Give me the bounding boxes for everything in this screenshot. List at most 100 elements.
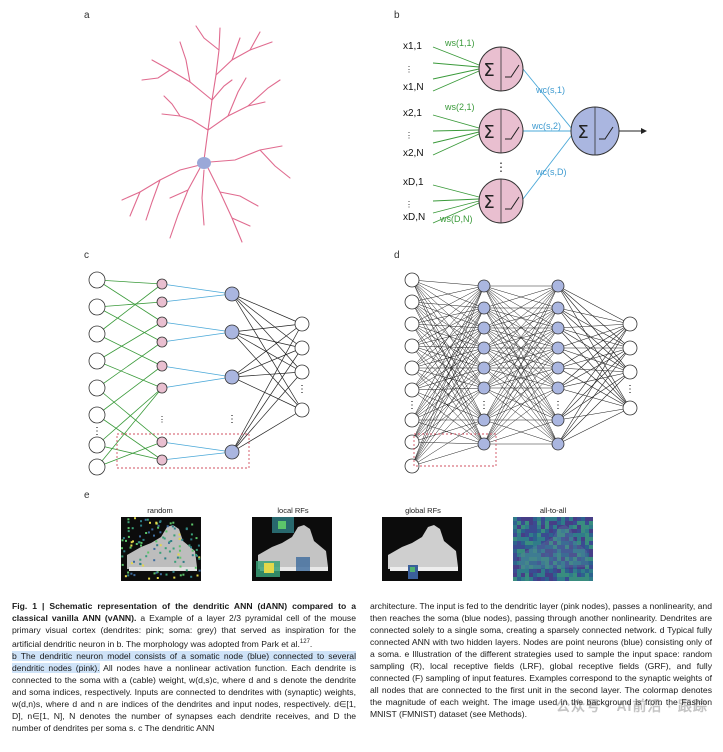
hidden-node — [551, 361, 565, 375]
output-node — [622, 316, 638, 332]
hidden-node — [477, 321, 491, 335]
svg-text:⋮: ⋮ — [407, 400, 417, 411]
dendrite-node: Σ — [478, 108, 524, 154]
svg-text:Σ: Σ — [483, 60, 494, 81]
output-node — [294, 402, 310, 418]
panel-label-d: d — [394, 250, 400, 261]
soma-node — [224, 286, 240, 302]
input-node — [404, 458, 420, 474]
dendritic-ann-diagram: ⋮ ⋮ ⋮ ⋮ — [88, 271, 310, 476]
svg-text:⋮: ⋮ — [405, 131, 413, 140]
caption-part-b: All nodes have a nonlinear activation fu… — [12, 663, 356, 734]
input-node — [404, 412, 420, 428]
input-node — [404, 382, 420, 398]
svg-text:⋮: ⋮ — [92, 426, 102, 437]
svg-text:⋮: ⋮ — [297, 384, 307, 395]
hidden-node — [551, 341, 565, 355]
input-label: x2,1 — [403, 108, 422, 119]
input-label: x1,1 — [403, 41, 422, 52]
dendrite-node — [156, 296, 168, 308]
output-node — [622, 400, 638, 416]
output-node — [622, 340, 638, 356]
svg-text:⋮: ⋮ — [158, 415, 166, 424]
dendrite-node: Σ — [478, 46, 524, 92]
rf-label-all: all-to-all — [539, 506, 567, 515]
hidden-node — [477, 279, 491, 293]
input-node — [88, 379, 106, 397]
synaptic-weight-label: ws(D,N) — [440, 214, 473, 224]
output-node — [622, 364, 638, 380]
hidden-node — [551, 413, 565, 427]
hidden-node — [551, 381, 565, 395]
dendrite-node: Σ — [478, 178, 524, 224]
rf-label-local: local RFs — [277, 506, 309, 515]
soma-node — [224, 324, 240, 340]
svg-text:⋮: ⋮ — [405, 65, 413, 74]
caption-part-a-end: . — [309, 639, 313, 649]
synaptic-weight-label: ws(2,1) — [445, 102, 475, 112]
rf-label-random: random — [147, 506, 173, 515]
dendrite-node — [156, 336, 168, 348]
input-node — [404, 434, 420, 450]
rf-local-image — [252, 517, 332, 581]
hidden-node — [551, 321, 565, 335]
cable-weight-label: wc(s,1) — [536, 85, 565, 95]
dendrite-node — [156, 436, 168, 448]
input-label: x1,N — [403, 82, 424, 93]
panel-label-a: a — [84, 10, 90, 21]
svg-text:Σ: Σ — [483, 122, 494, 143]
caption-ref: 127 — [299, 639, 310, 646]
soma-node — [224, 444, 240, 460]
hidden-node — [551, 437, 565, 451]
input-node — [404, 360, 420, 376]
svg-text:⋮: ⋮ — [553, 400, 563, 411]
hidden-node — [477, 361, 491, 375]
cable-weight-label: wc(s,D) — [536, 167, 567, 177]
svg-text:⋮: ⋮ — [479, 400, 489, 411]
input-node — [88, 406, 106, 424]
cable-weight-label: wc(s,2) — [532, 121, 561, 131]
input-node — [88, 325, 106, 343]
input-node — [88, 458, 106, 476]
rf-random-image — [121, 517, 201, 581]
synaptic-weight-label: ws(1,1) — [445, 38, 475, 48]
input-node — [404, 294, 420, 310]
dendrite-node — [156, 316, 168, 328]
figure-caption-right: architecture. The input is fed to the de… — [370, 600, 712, 720]
soma-node: Σ — [570, 106, 620, 156]
rf-label-global: global RFs — [405, 506, 441, 515]
watermark: 公众号 · AI前沿 · 跟踪 — [556, 698, 708, 714]
neuron-morphology-figure — [121, 25, 291, 243]
svg-text:⋮: ⋮ — [227, 414, 237, 425]
svg-text:Σ: Σ — [483, 192, 494, 213]
rf-global-image — [382, 517, 462, 581]
dendrite-node — [156, 360, 168, 372]
input-node — [88, 352, 106, 370]
vanilla-ann-diagram: ⋮ ⋮ ⋮ ⋮ — [404, 272, 638, 474]
svg-text:⋮: ⋮ — [625, 384, 635, 395]
input-node — [404, 272, 420, 288]
rf-all-to-all-image — [513, 517, 593, 581]
dendrite-node — [156, 278, 168, 290]
caption-part-a: a Example of a layer 2/3 pyramidal cell … — [12, 613, 356, 649]
output-node — [294, 316, 310, 332]
input-node — [404, 316, 420, 332]
panel-label-e: e — [84, 490, 90, 501]
input-node — [404, 338, 420, 354]
dendrite-node — [156, 382, 168, 394]
hidden-node — [551, 301, 565, 315]
dendrite-node — [156, 454, 168, 466]
hidden-node — [551, 279, 565, 293]
hidden-node — [477, 341, 491, 355]
input-label: xD,1 — [403, 177, 424, 188]
svg-text:Σ: Σ — [577, 122, 588, 143]
output-node — [294, 340, 310, 356]
svg-text:⋮: ⋮ — [495, 160, 507, 174]
svg-text:⋮: ⋮ — [405, 200, 413, 209]
dendritic-neuron-model: Σ Σ ⋮ Σ Σ ⋮ ⋮ ⋮ — [405, 46, 647, 224]
input-label: xD,N — [403, 212, 426, 223]
hidden-node — [477, 381, 491, 395]
caption-part-right: architecture. The input is fed to the de… — [370, 601, 712, 720]
hidden-node — [477, 437, 491, 451]
panel-label-b: b — [394, 10, 400, 21]
